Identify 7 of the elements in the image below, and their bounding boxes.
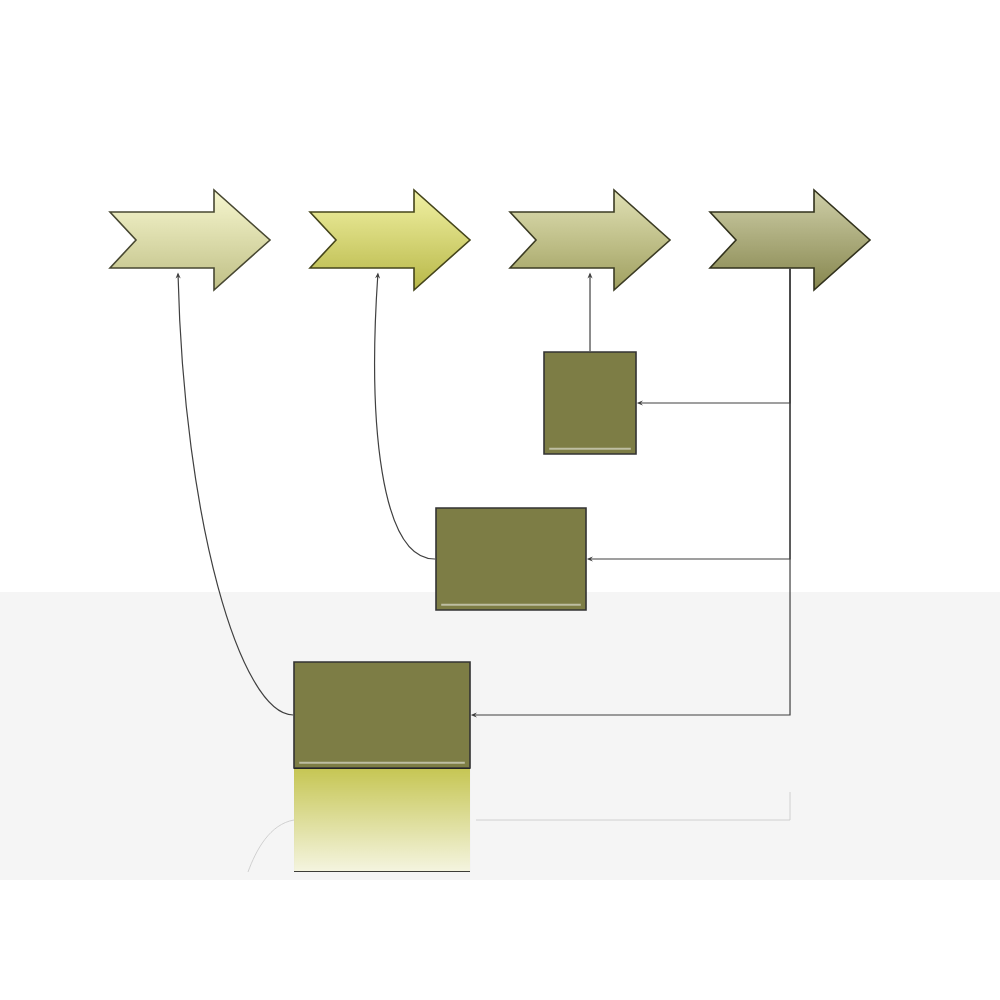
arrow-shape (508, 188, 672, 292)
arrow-shape (108, 188, 272, 292)
process-box (543, 351, 637, 455)
arrow-shape (708, 188, 872, 292)
arrow-shape (308, 188, 472, 292)
process-box (293, 661, 471, 769)
process-box (435, 507, 587, 611)
